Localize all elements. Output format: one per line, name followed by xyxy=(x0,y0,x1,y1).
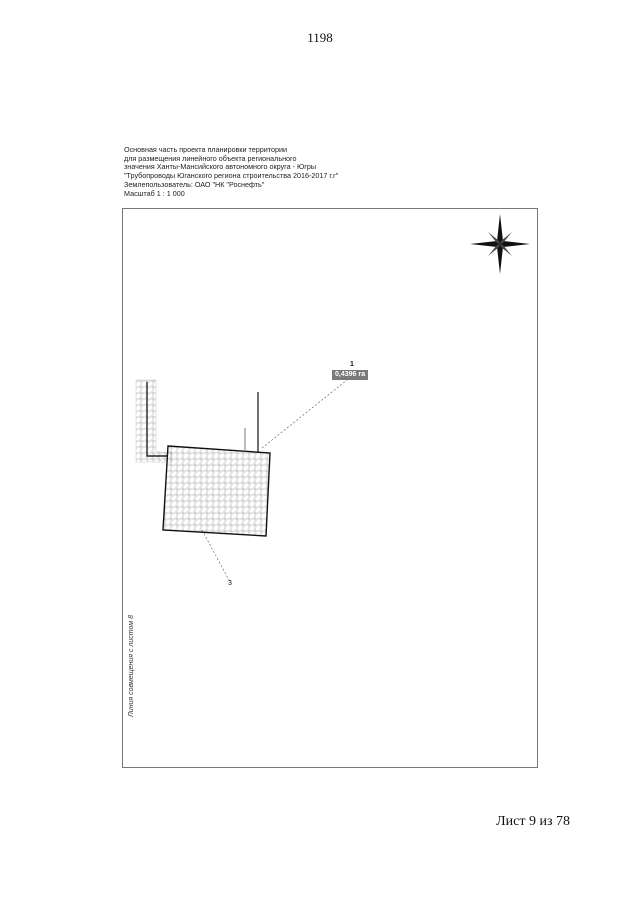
caption-line: Масштаб 1 : 1 000 xyxy=(124,188,185,198)
caption-line: Основная часть проекта планировки террит… xyxy=(124,145,287,154)
page-number: 1198 xyxy=(307,30,333,45)
leader-line-plot xyxy=(261,375,353,449)
leader-line-point xyxy=(201,529,231,583)
compass-icon xyxy=(470,214,530,274)
plot-number: 1 xyxy=(350,361,354,368)
caption-line: "Трубопроводы Юганского региона строител… xyxy=(124,171,339,181)
caption-line: Землепользователь: ОАО "НК "Роснефть" xyxy=(124,179,265,189)
corridor-strip xyxy=(135,379,173,463)
sheet-join-label: Линия совмещения с листом 8 xyxy=(128,614,135,717)
plot-boundary xyxy=(162,392,271,537)
caption-line: для размещения линейного объекта региона… xyxy=(124,153,297,163)
point-label: 3 xyxy=(228,580,232,587)
sheet-counter: Лист 9 из 78 xyxy=(496,814,570,829)
map-frame xyxy=(122,208,538,768)
caption-line: значения Ханты-Мансийского автономного о… xyxy=(124,162,317,172)
map-caption: Основная часть проекта планировки террит… xyxy=(124,145,454,198)
plot-area-badge: 0,4396 га xyxy=(332,370,369,380)
